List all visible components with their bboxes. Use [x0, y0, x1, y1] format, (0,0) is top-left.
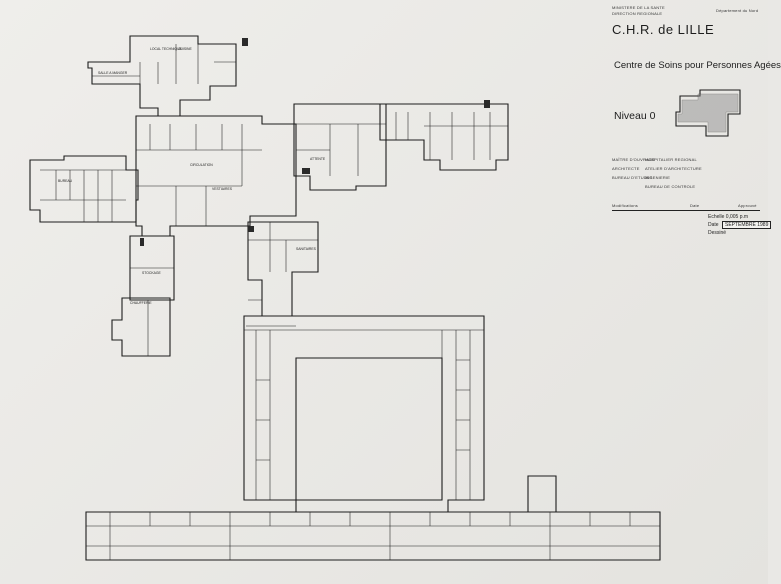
- room-label-7: SANITAIRES: [296, 247, 317, 251]
- south-west-room: [111, 297, 171, 357]
- room-label-3: SALLE A MANGER: [98, 71, 128, 75]
- stamp-col-modifications: Modifications: [612, 203, 638, 208]
- east-block: [293, 103, 387, 191]
- stamp-drawn-label: Dessiné: [708, 230, 727, 236]
- room-label-5: VESTIAIRES: [212, 187, 233, 191]
- org-line-1: MINISTERE DE LA SANTE: [612, 5, 665, 10]
- west-wing: [29, 155, 139, 223]
- room-label-9: CHAUFFERIE: [130, 301, 152, 305]
- room-label-4: CIRCULATION: [190, 163, 213, 167]
- courtyard-outer: [243, 315, 485, 513]
- room-label-6: ATTENTE: [310, 157, 326, 161]
- room-label-8: STOCKAGE: [142, 271, 162, 275]
- stamp-date-label: Date: [708, 222, 719, 228]
- central-block: [135, 115, 297, 237]
- stamp-scale: Echelle 0,005 p.m: [708, 214, 749, 220]
- stamp-col-date: Date: [690, 203, 700, 208]
- room-label-10: BUREAU: [58, 179, 73, 183]
- locator-key-outline: [675, 89, 741, 137]
- info-key-3: BUREAU D'ETUDES: [612, 175, 653, 180]
- bottom-wing: [85, 511, 661, 561]
- stamp-col-approved: Approuvé: [738, 203, 757, 208]
- room-label-1: LOCAL TECHNIQUE: [150, 47, 183, 51]
- stamp-date-value: SEPTEMBRE 1989: [722, 221, 772, 229]
- org-line-2: DIRECTION REGIONALE: [612, 11, 663, 16]
- stamp-rule: [612, 210, 760, 211]
- info-value-3: INGENIERIE: [645, 175, 671, 180]
- courtyard-inner: [295, 357, 443, 501]
- east-wing: [379, 103, 509, 171]
- corridor-link: [247, 221, 319, 317]
- locator-key-hatch: [677, 93, 739, 133]
- bottom-tower: [527, 475, 557, 513]
- info-value-1: HOSPITALIER REGIONAL: [645, 157, 697, 162]
- level-label: Niveau 0: [614, 110, 656, 122]
- info-value-4: BUREAU DE CONTROLE: [645, 184, 696, 189]
- info-value-2: ATELIER D'ARCHITECTURE: [645, 166, 702, 171]
- info-key-1: MAÎTRE D'OUVRAGE: [612, 157, 656, 162]
- room-label-2: CUISINE: [178, 47, 192, 51]
- info-key-2: ARCHITECTE: [612, 166, 640, 171]
- sheet-title: C.H.R. de LILLE: [612, 22, 715, 37]
- corner-note: Département du Nord: [716, 8, 759, 13]
- south-annex: [129, 235, 175, 301]
- sheet-subtitle: Centre de Soins pour Personnes Agées: [614, 60, 781, 71]
